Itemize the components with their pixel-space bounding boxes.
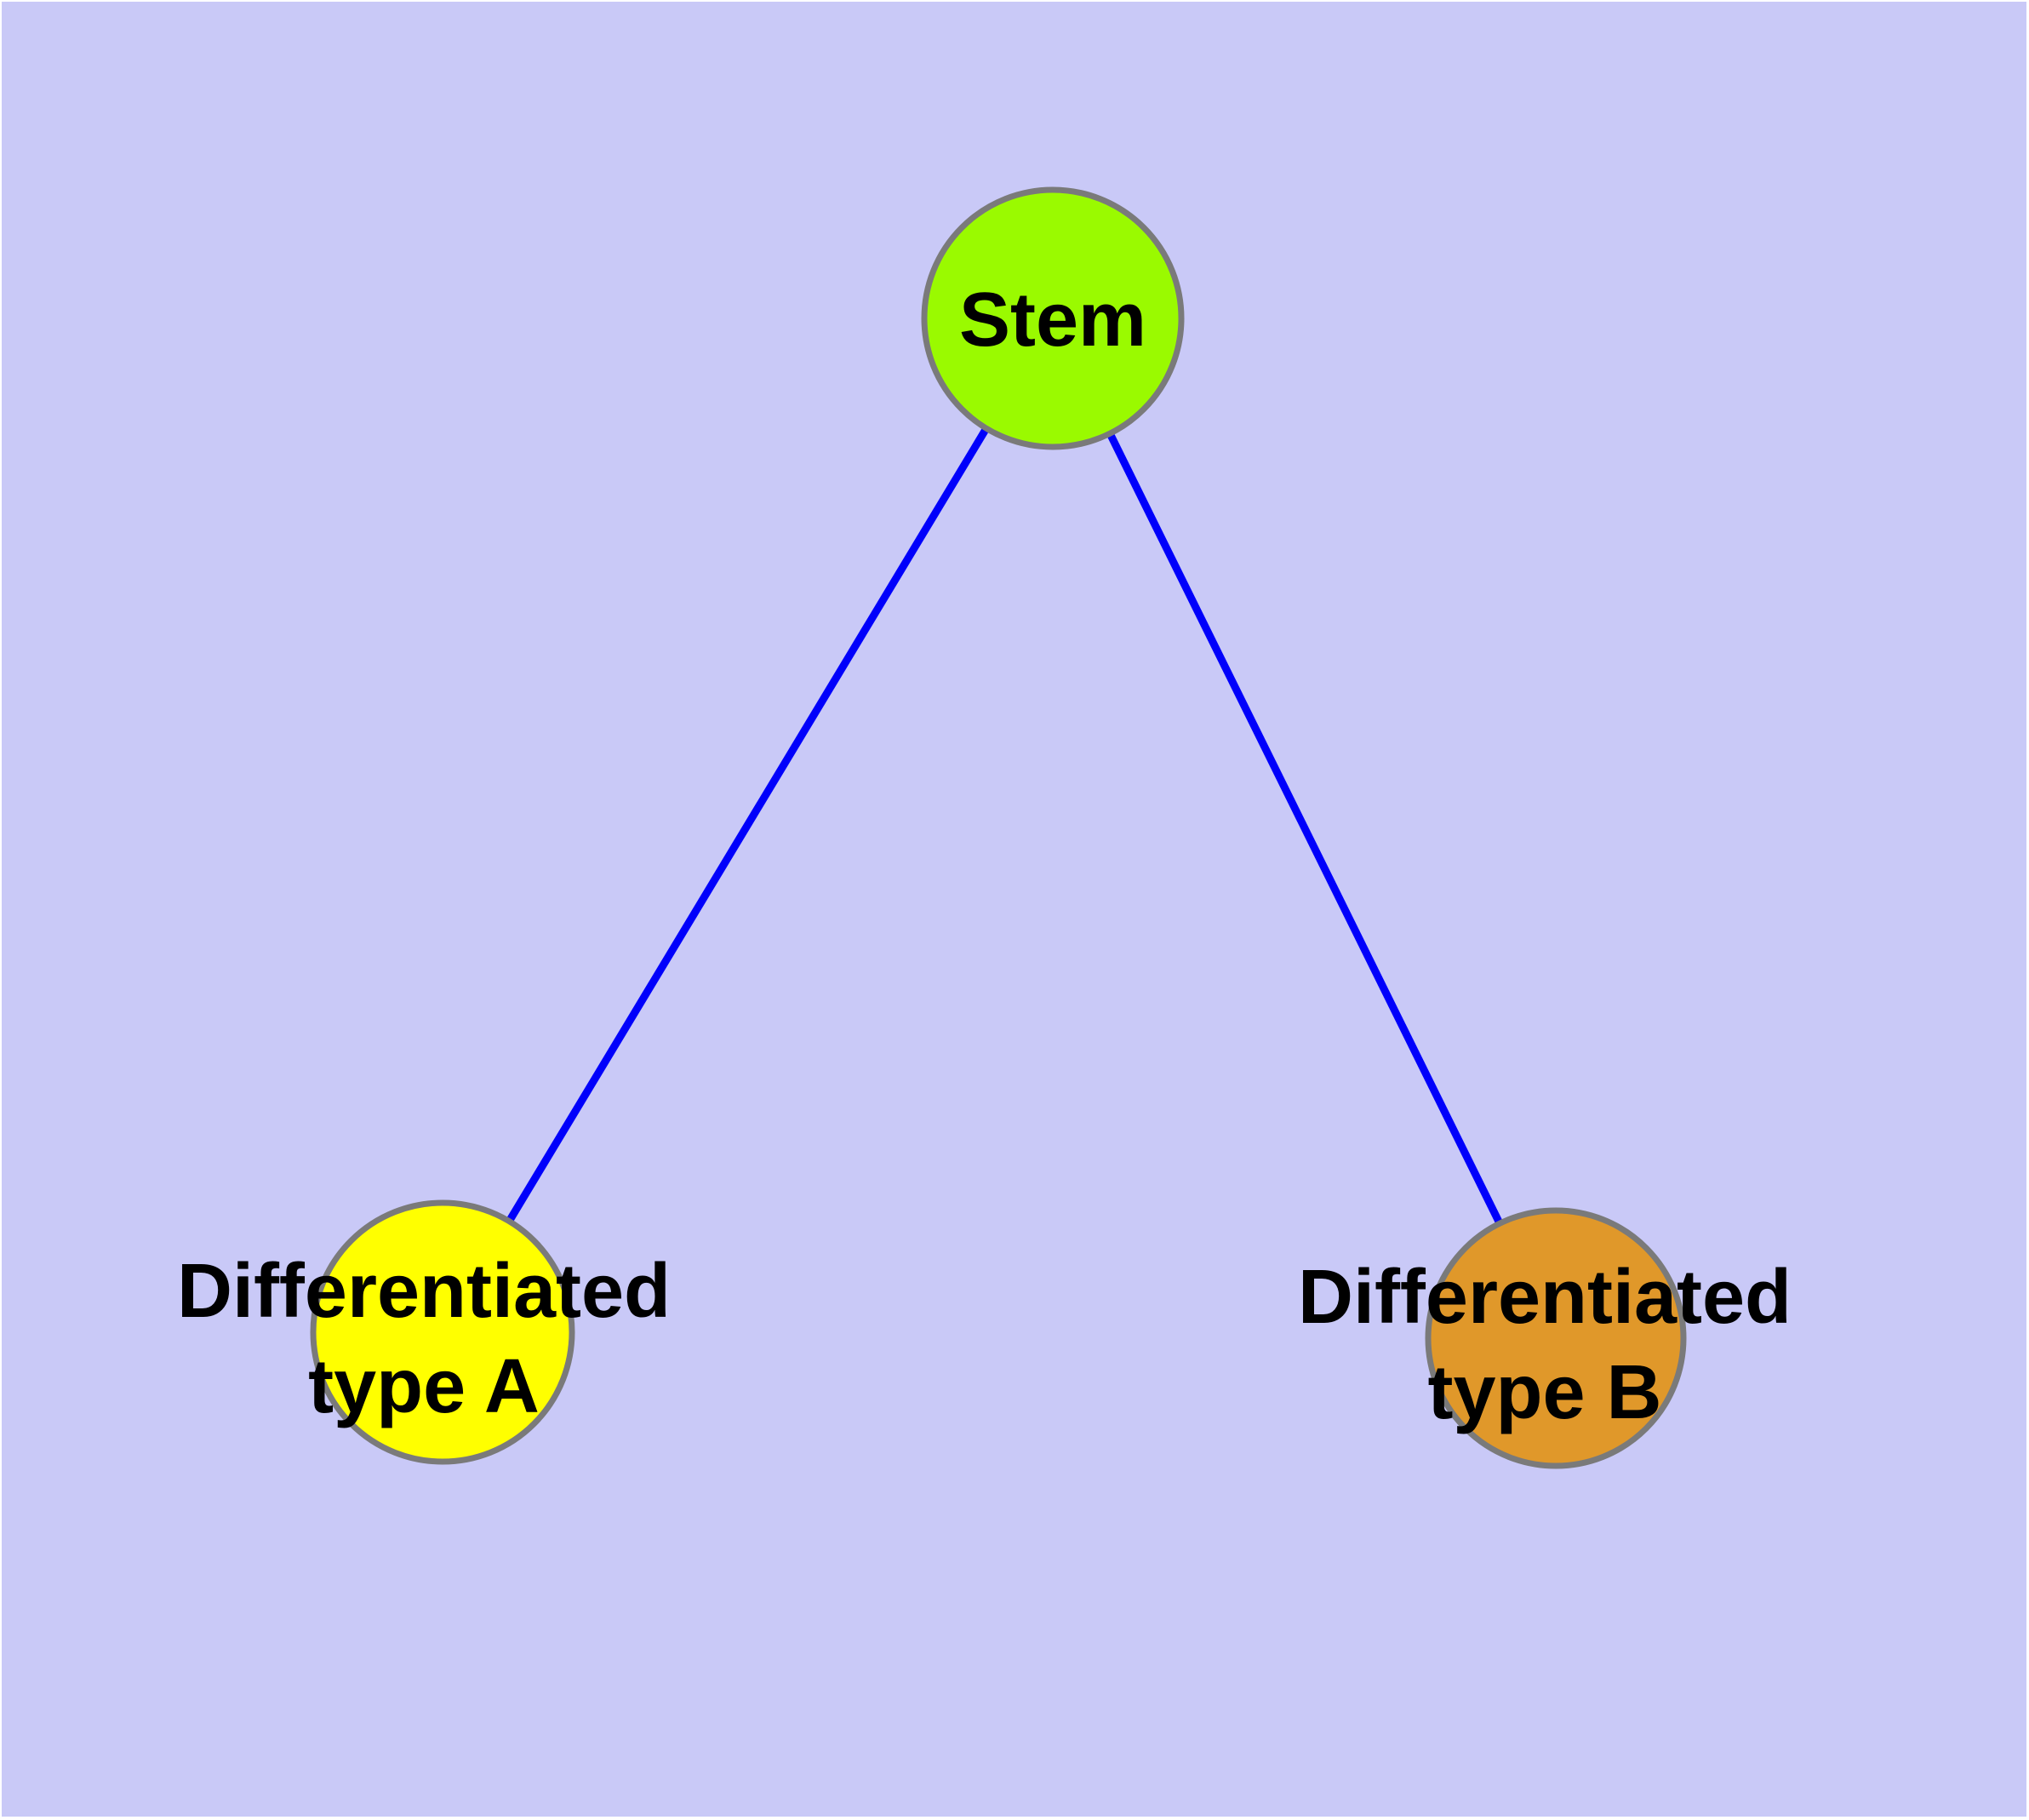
stem-node-circle — [921, 186, 1185, 450]
edge-stem-to-type-b — [1106, 432, 1504, 1225]
type-a-node-label-line2: type A — [308, 1344, 540, 1429]
type-b-node-circle — [1425, 1207, 1687, 1469]
type-a-node-label-line1: Differentiated — [177, 1249, 671, 1334]
type-a-node-circle — [310, 1199, 575, 1465]
stem-node-label: Stem — [959, 278, 1146, 363]
edge-stem-to-type-a — [506, 426, 990, 1224]
type-b-node-label-line1: Differentiated — [1298, 1255, 1792, 1340]
type-b-node-label-line2: type B — [1427, 1350, 1661, 1435]
